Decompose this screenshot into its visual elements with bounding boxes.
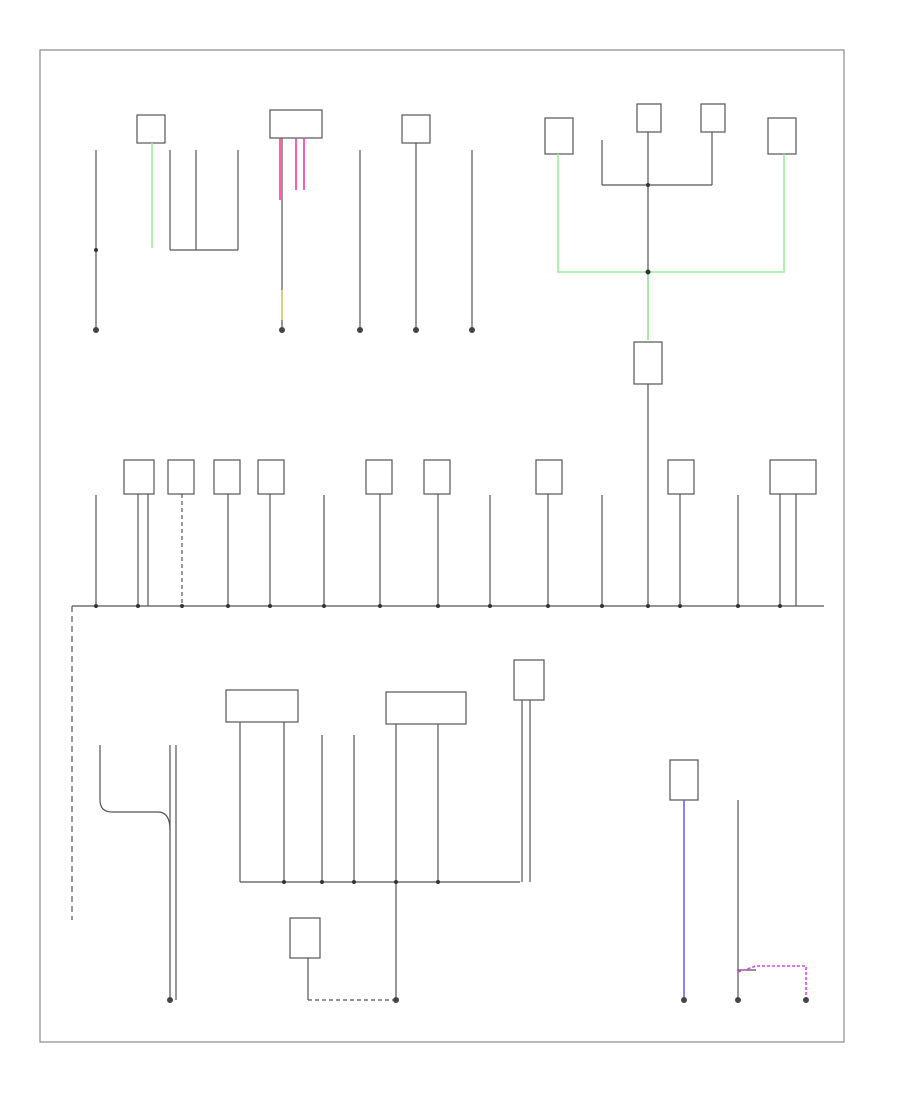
component-box bbox=[257, 459, 285, 495]
splice-dot bbox=[488, 604, 492, 608]
component-box bbox=[767, 117, 797, 155]
ground-terminal bbox=[413, 327, 419, 333]
component-box bbox=[385, 691, 467, 725]
ground-terminal bbox=[469, 327, 475, 333]
ground-terminal bbox=[681, 997, 687, 1003]
splice-dot bbox=[646, 183, 650, 187]
component-box bbox=[167, 459, 195, 495]
component-box bbox=[123, 459, 155, 495]
splice-dot bbox=[282, 880, 286, 884]
ground-terminal bbox=[735, 997, 741, 1003]
splice-dot bbox=[94, 248, 98, 252]
component-box bbox=[213, 459, 241, 495]
splice-dot bbox=[320, 880, 324, 884]
component-box bbox=[365, 459, 393, 495]
component-box bbox=[769, 459, 817, 495]
splice-dot bbox=[322, 604, 326, 608]
ground-terminal-layer bbox=[93, 327, 809, 1003]
component-box bbox=[669, 759, 699, 801]
component-box bbox=[423, 459, 451, 495]
splice-dot bbox=[378, 604, 382, 608]
component-box bbox=[513, 659, 545, 701]
splice-dot bbox=[436, 604, 440, 608]
component-box bbox=[269, 109, 323, 139]
component-box bbox=[401, 114, 431, 144]
component-box bbox=[633, 341, 663, 385]
component-box bbox=[225, 689, 299, 723]
colored-wire-layer bbox=[151, 138, 807, 998]
component-box bbox=[700, 103, 726, 133]
ground-terminal bbox=[279, 327, 285, 333]
splice-dot bbox=[645, 269, 651, 275]
splice-dot bbox=[394, 880, 398, 884]
splice-dot bbox=[678, 604, 682, 608]
component-box bbox=[535, 459, 563, 495]
splice-dot bbox=[226, 604, 230, 608]
component-box bbox=[667, 459, 695, 495]
diagram-frame bbox=[39, 49, 845, 1043]
splice-dot bbox=[436, 880, 440, 884]
splice-dot bbox=[600, 604, 604, 608]
component-box bbox=[544, 117, 574, 155]
component-box bbox=[289, 917, 321, 959]
ground-terminal bbox=[93, 327, 99, 333]
splice-dot-layer bbox=[94, 183, 782, 884]
splice-dot bbox=[646, 604, 650, 608]
component-box bbox=[136, 114, 166, 144]
splice-dot bbox=[94, 604, 98, 608]
ground-terminal bbox=[357, 327, 363, 333]
splice-dot bbox=[268, 604, 272, 608]
wire-layer bbox=[71, 103, 824, 1001]
splice-dot bbox=[546, 604, 550, 608]
component-box bbox=[636, 103, 662, 133]
ground-terminal bbox=[167, 997, 173, 1003]
splice-dot bbox=[352, 880, 356, 884]
splice-dot bbox=[736, 604, 740, 608]
ground-terminal bbox=[803, 997, 809, 1003]
splice-dot bbox=[778, 604, 782, 608]
ground-terminal bbox=[393, 997, 399, 1003]
splice-dot bbox=[136, 604, 140, 608]
splice-dot bbox=[180, 604, 184, 608]
